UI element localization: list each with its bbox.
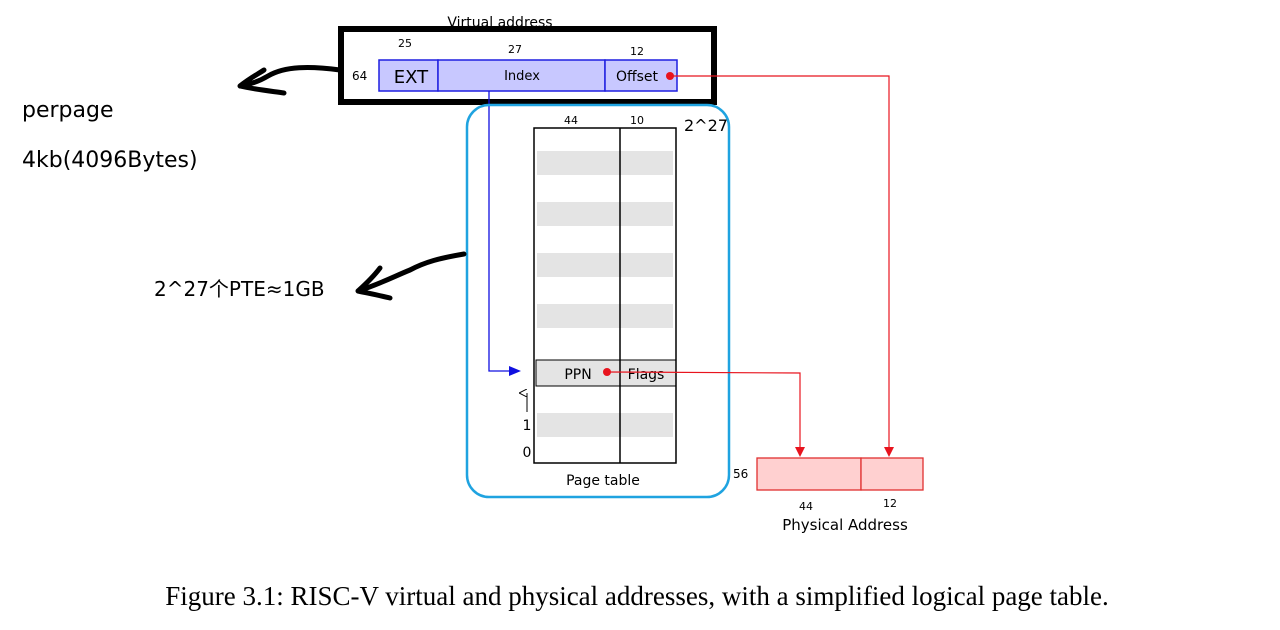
pt-row	[537, 151, 673, 175]
pt-row-label-1: 1	[523, 418, 532, 434]
ppn-to-pa-arrow	[606, 371, 805, 457]
va-index-bits: 27	[508, 43, 522, 56]
pt-entry-flags: Flags	[628, 367, 665, 383]
page-table-title: Page table	[566, 473, 640, 489]
va-ext-bits: 25	[398, 37, 412, 50]
annotation-pte-total: 2^27个PTE≈1GB	[154, 277, 325, 301]
va-width-label: 64	[352, 69, 367, 83]
va-ext-field	[378, 59, 439, 92]
offset-to-pa-arrow	[670, 75, 894, 457]
index-to-pte-arrow	[488, 91, 521, 376]
va-offset-label: Offset	[616, 69, 659, 85]
va-highlight-box	[338, 26, 717, 105]
annotation-page-size: 4kb(4096Bytes)	[22, 148, 198, 173]
pa-width-label: 56	[733, 467, 748, 481]
pt-row	[537, 202, 673, 226]
page-table-rows	[537, 151, 673, 437]
pte-hand-arrow	[355, 251, 467, 301]
page-table-highlight	[465, 103, 731, 499]
pa-ppn-bits: 44	[799, 500, 813, 513]
pt-row-label-0: 0	[523, 445, 532, 461]
perpage-hand-arrow	[237, 65, 343, 96]
va-offset-field	[604, 59, 678, 92]
pt-entries-label: 2^27	[684, 116, 728, 135]
annotation-perpage: perpage	[22, 98, 114, 123]
pt-col-flags-bits: 10	[630, 114, 644, 127]
pt-row	[537, 304, 673, 328]
va-offset-bits: 12	[630, 45, 644, 58]
pa-offset-bits: 12	[883, 497, 897, 510]
figure-caption: Figure 3.1: RISC-V virtual and physical …	[165, 581, 1109, 611]
pa-title: Physical Address	[782, 516, 908, 534]
va-index-label: Index	[504, 69, 540, 84]
pt-row	[537, 413, 673, 437]
page-table-frame	[533, 127, 677, 464]
pa-offset-field	[860, 457, 924, 491]
va-ext-label: EXT	[394, 67, 429, 88]
pt-entry-ppn: PPN	[564, 367, 591, 383]
pt-row	[537, 253, 673, 277]
pa-ppn-field	[756, 457, 862, 491]
pt-col-ppn-bits: 44	[564, 114, 578, 127]
va-index-field	[437, 59, 606, 92]
